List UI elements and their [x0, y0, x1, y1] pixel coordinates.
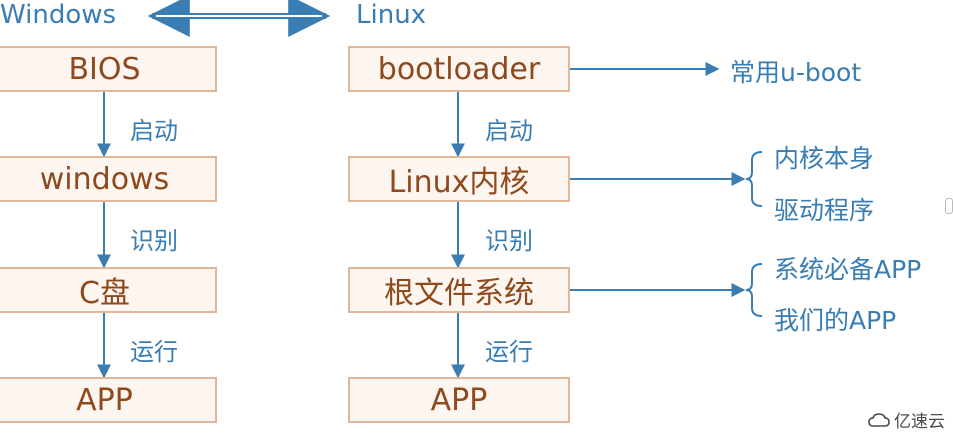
header-linux: Linux — [356, 0, 427, 30]
watermark-text: 亿速云 — [894, 412, 945, 432]
step-identify-windows: 识别 — [130, 227, 178, 255]
box-linux-kernel: Linux内核 — [348, 156, 570, 202]
step-boot-windows: 启动 — [130, 117, 178, 145]
note-system-apps: 系统必备APP — [774, 255, 922, 284]
step-run-windows: 运行 — [130, 338, 178, 366]
box-rootfs: 根文件系统 — [348, 267, 570, 313]
note-u-boot: 常用u-boot — [730, 58, 862, 87]
watermark: 亿速云 — [868, 407, 945, 432]
note-kernel-itself: 内核本身 — [774, 144, 875, 173]
step-boot-linux: 启动 — [485, 117, 533, 145]
cloud-icon — [868, 412, 890, 427]
note-our-apps: 我们的APP — [774, 306, 897, 335]
box-bootloader: bootloader — [348, 46, 570, 92]
box-c-drive: C盘 — [0, 267, 217, 313]
brace-kernel — [745, 151, 763, 207]
step-identify-linux: 识别 — [485, 227, 533, 255]
header-windows: Windows — [0, 0, 117, 30]
box-app-linux: APP — [348, 377, 570, 423]
box-app-windows: APP — [0, 377, 217, 423]
note-drivers: 驱动程序 — [774, 196, 875, 225]
side-handle — [945, 198, 953, 214]
box-windows: windows — [0, 156, 217, 202]
brace-rootfs — [745, 263, 763, 317]
step-run-linux: 运行 — [485, 338, 533, 366]
box-bios: BIOS — [0, 46, 217, 92]
